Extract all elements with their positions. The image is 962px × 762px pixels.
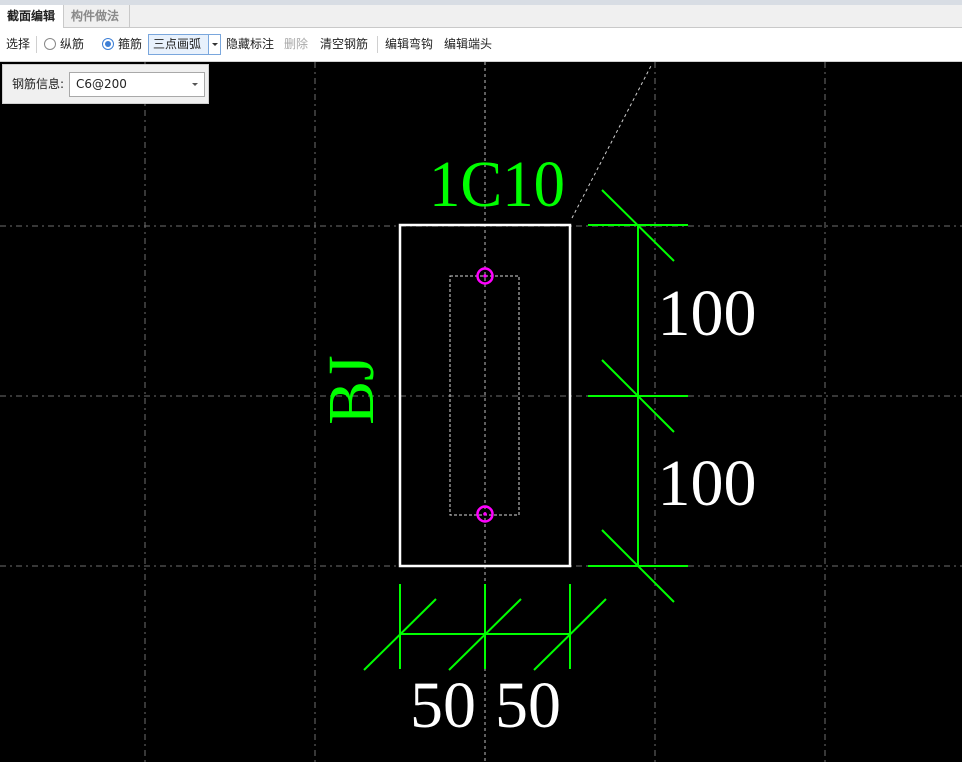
edit-end-button[interactable]: 编辑端头: [444, 37, 493, 51]
tab-bar-top-strip: [0, 0, 962, 5]
rebar-info-panel: 钢筋信息: C6@200: [2, 64, 209, 104]
tab-component-method[interactable]: 构件做法: [64, 5, 130, 28]
draw-mode-combo[interactable]: 三点画弧: [148, 34, 221, 55]
dim-vertical-lower[interactable]: 100: [658, 447, 757, 520]
select-button[interactable]: 选择: [6, 37, 31, 51]
horizontal-dimension: [363, 584, 607, 671]
radio-longitudinal[interactable]: [44, 38, 56, 50]
delete-button[interactable]: 删除: [284, 37, 309, 51]
rebar-info-label: 钢筋信息:: [12, 77, 65, 91]
vertical-dimension: [588, 189, 688, 603]
draw-mode-value: 三点画弧: [153, 37, 202, 51]
rebar-point-bottom[interactable]: [476, 505, 494, 523]
edit-hook-button[interactable]: 编辑弯钩: [385, 37, 434, 51]
radio-stirrup[interactable]: [102, 38, 114, 50]
toolbar: 选择 纵筋 箍筋 三点画弧 隐藏标注 删除 清空钢筋 编辑弯钩 编辑端头: [0, 28, 962, 62]
leader-line: [571, 63, 653, 219]
dim-vertical-upper[interactable]: 100: [658, 277, 757, 350]
clear-rebar-button[interactable]: 清空钢筋: [320, 37, 369, 51]
chevron-down-icon[interactable]: [192, 83, 198, 86]
section-outline[interactable]: [398, 223, 572, 568]
tab-bar: 截面编辑 构件做法: [0, 0, 962, 28]
chevron-down-icon[interactable]: [208, 35, 220, 54]
hide-annotation-button[interactable]: 隐藏标注: [226, 37, 275, 51]
top-rebar-label[interactable]: 1C10: [429, 148, 565, 221]
rebar-info-value: C6@200: [76, 77, 127, 91]
tab-section-edit[interactable]: 截面编辑: [0, 5, 64, 28]
toolbar-separator: [377, 36, 378, 53]
rebar-info-select[interactable]: C6@200: [69, 72, 205, 97]
radio-longitudinal-label[interactable]: 纵筋: [60, 37, 85, 51]
dim-horizontal-left[interactable]: 50: [410, 669, 476, 742]
radio-stirrup-label[interactable]: 箍筋: [118, 37, 143, 51]
toolbar-separator: [36, 36, 37, 53]
grid-lines: [0, 62, 962, 762]
side-label[interactable]: BJ: [315, 355, 388, 425]
dim-horizontal-right[interactable]: 50: [495, 669, 561, 742]
rebar-point-top[interactable]: [476, 267, 494, 285]
